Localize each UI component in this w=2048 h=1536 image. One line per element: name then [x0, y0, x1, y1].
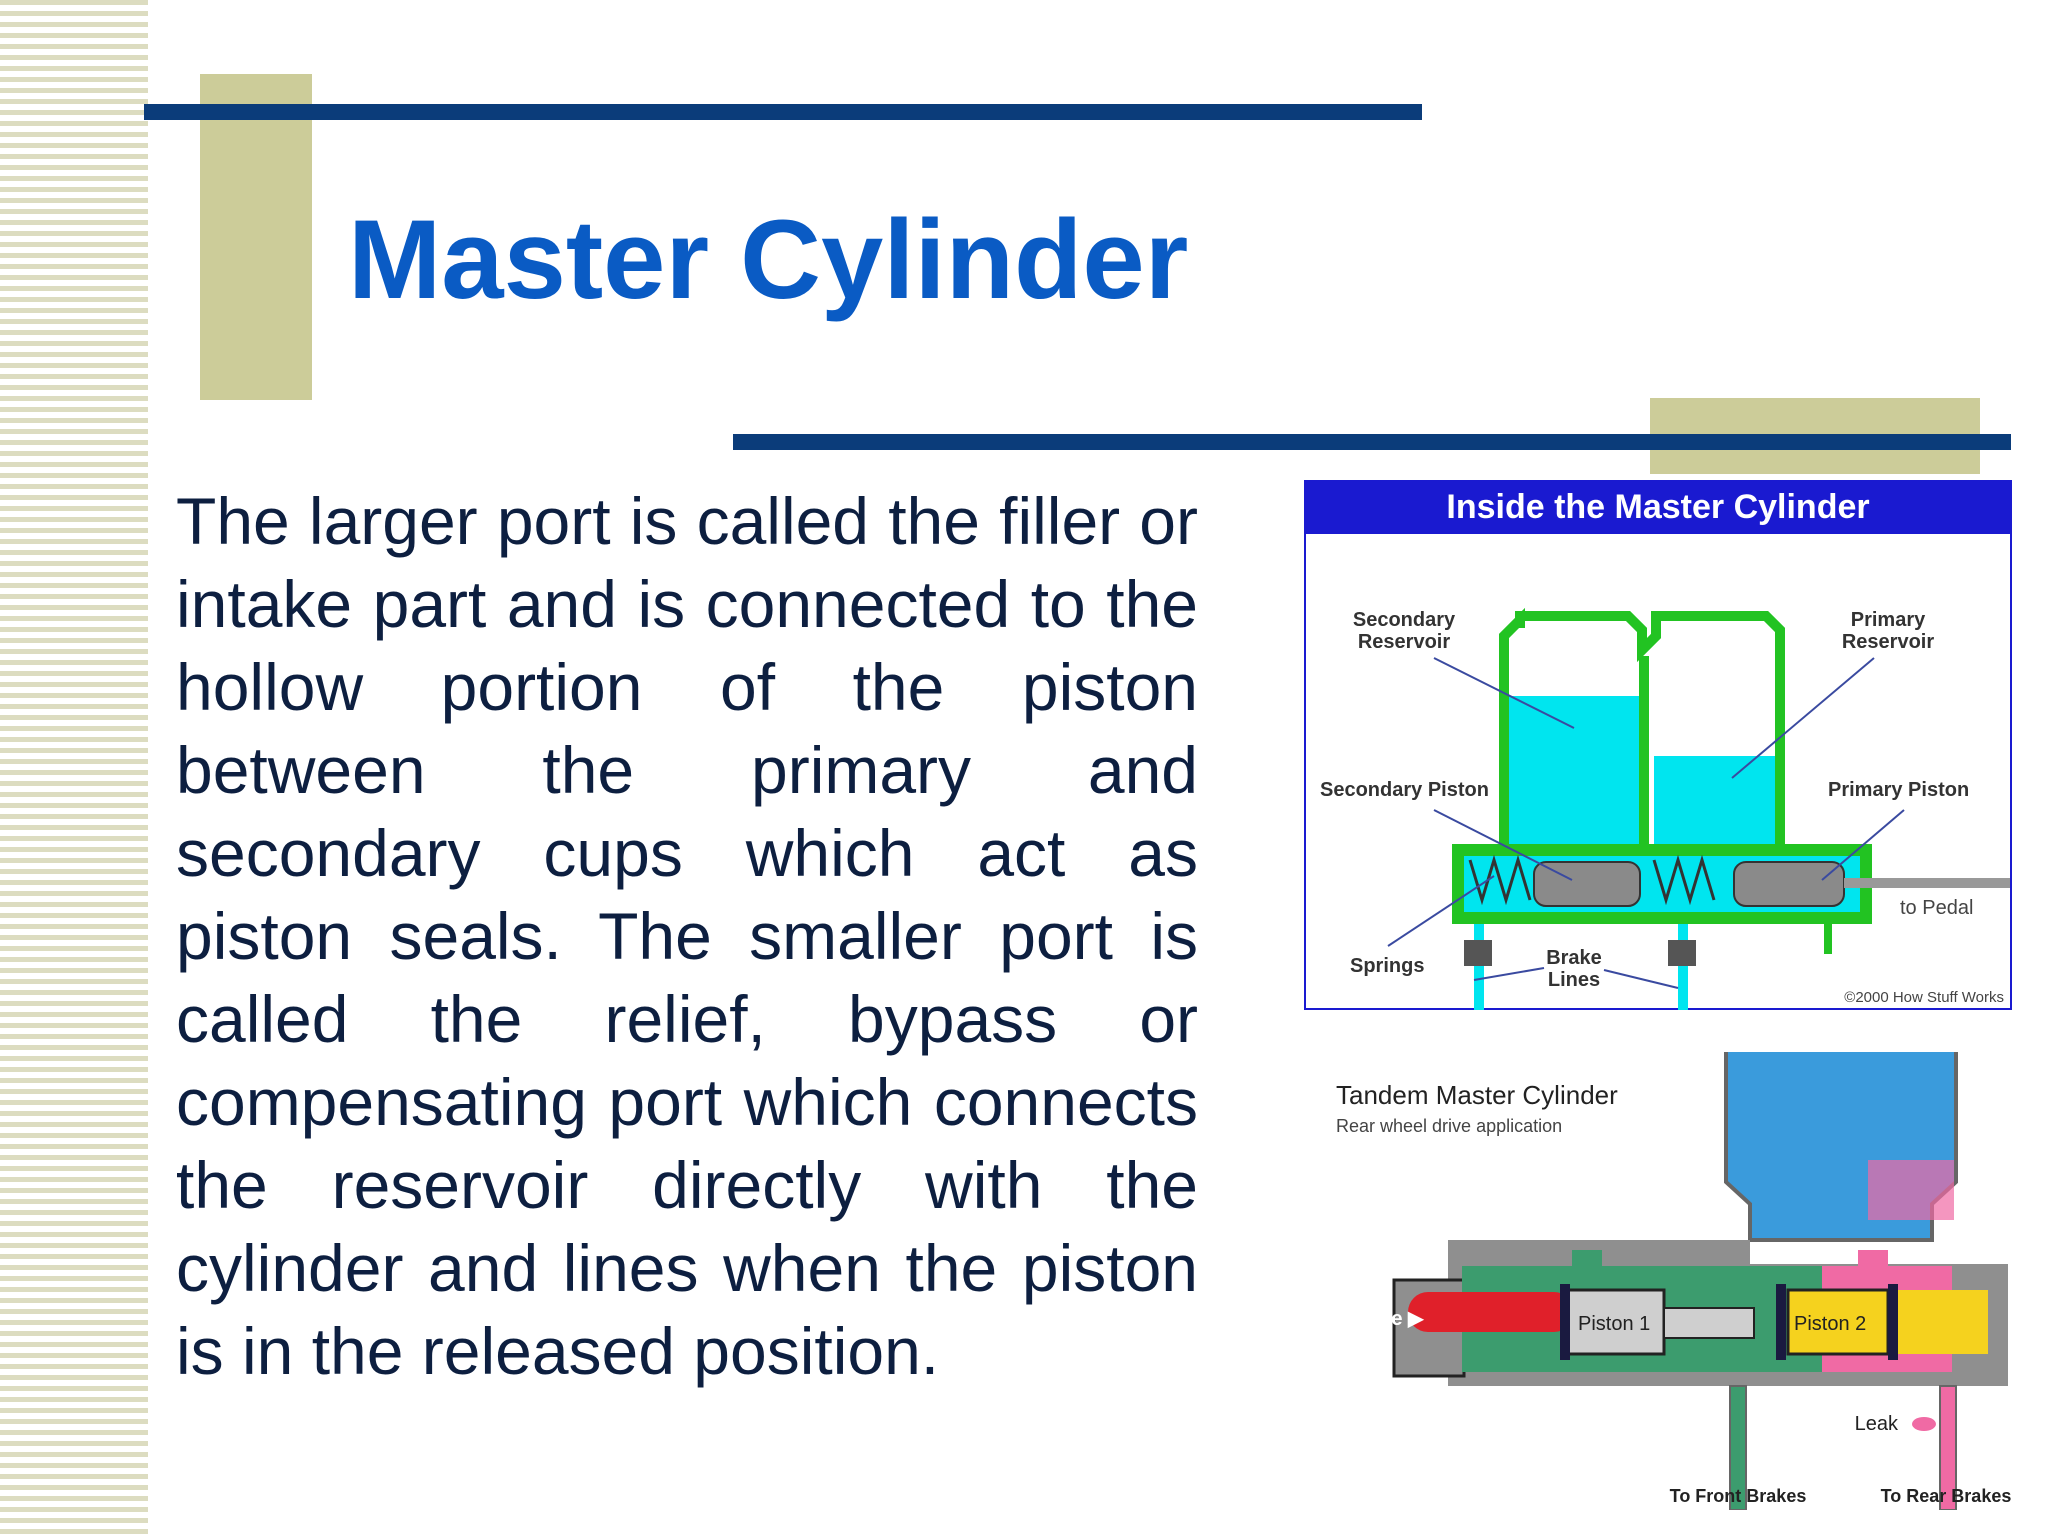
- front-brake-pipe: [1729, 1385, 1747, 1510]
- label-leak: Leak: [1855, 1413, 1899, 1435]
- label-piston-1: Piston 1: [1578, 1313, 1650, 1335]
- label-to-front-brakes: To Front Brakes: [1670, 1486, 1807, 1506]
- label-springs: Springs: [1350, 955, 1424, 977]
- diagram-header-text: Inside the Master Cylinder: [1446, 488, 1869, 526]
- decorative-stripes: [0, 0, 148, 1536]
- tandem-subtitle: Rear wheel drive application: [1336, 1116, 1562, 1136]
- middle-rule: [733, 434, 2011, 450]
- secondary-piston: [1533, 861, 1641, 907]
- inside-master-cylinder-diagram: Inside the Master Cylinder Secondary Res…: [1304, 480, 2012, 1010]
- label-force: Force ▶: [1348, 1308, 1425, 1330]
- tandem-master-cylinder-diagram: Tandem Master Cylinder Rear wheel drive …: [1336, 1052, 2012, 1510]
- springs-1: [1468, 854, 1532, 906]
- valve-2: [1668, 940, 1696, 966]
- brake-line-1: [1474, 924, 1484, 1010]
- label-primary-reservoir-2: Reservoir: [1842, 631, 1934, 653]
- pushrod: [1844, 878, 2010, 888]
- force-pushrod: [1408, 1292, 1574, 1332]
- title-accent-bar: [200, 74, 312, 400]
- label-brake-lines-2: Lines: [1548, 969, 1600, 991]
- leak-drop: [1912, 1417, 1936, 1431]
- top-rule: [144, 104, 1422, 120]
- label-secondary-piston: Secondary Piston: [1320, 779, 1489, 801]
- primary-piston: [1733, 861, 1845, 907]
- diagram-header: [1306, 482, 2010, 534]
- piston-2-body: [1786, 1288, 1890, 1356]
- valve-1: [1464, 940, 1492, 966]
- label-brake-lines: Brake: [1546, 947, 1602, 969]
- slide-title: Master Cylinder: [348, 197, 1189, 322]
- label-primary-reservoir: Primary: [1851, 609, 1926, 631]
- brake-line-2: [1678, 924, 1688, 1010]
- rear-brake-pipe: [1939, 1385, 1957, 1510]
- primary-reservoir-fluid: [1654, 756, 1776, 844]
- slide-body-text: The larger port is called the filler or …: [176, 484, 1198, 1388]
- copyright-text: ©2000 How Stuff Works: [1844, 989, 2004, 1006]
- label-piston-2: Piston 2: [1794, 1313, 1866, 1335]
- label-to-rear-brakes: To Rear Brakes: [1881, 1486, 2012, 1506]
- label-secondary-reservoir: Secondary: [1353, 609, 1456, 631]
- tandem-title: Tandem Master Cylinder: [1336, 1080, 1618, 1110]
- label-secondary-reservoir-2: Reservoir: [1358, 631, 1450, 653]
- springs-2: [1652, 854, 1716, 906]
- reservoir-outline: [1499, 607, 1785, 696]
- label-to-pedal: to Pedal: [1900, 897, 1973, 919]
- secondary-reservoir-fluid: [1509, 696, 1639, 844]
- label-primary-piston: Primary Piston: [1828, 779, 1969, 801]
